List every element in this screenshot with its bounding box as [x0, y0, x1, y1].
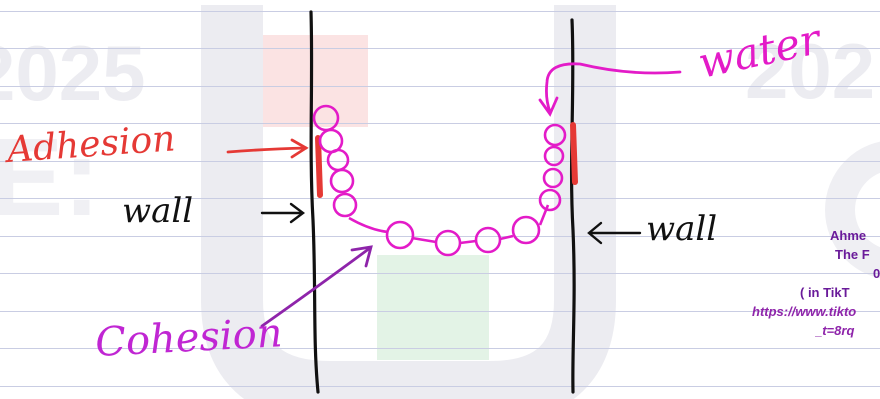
watermark-glyph-left: E:: [0, 116, 100, 239]
right-arrow-icon: [260, 245, 373, 328]
adhesion-mark-right: [570, 122, 578, 185]
watermark-shape: [201, 5, 616, 399]
molecule: [385, 220, 415, 250]
watermark-text-right: 202: [745, 27, 875, 115]
right-wall: [569, 18, 576, 394]
credit-line-number: 0: [873, 266, 880, 281]
credit-link-tail[interactable]: _t=8rq: [815, 323, 855, 338]
watermark-circle-right: [825, 141, 880, 279]
molecule: [543, 145, 565, 167]
curved-arrow-icon: [538, 62, 682, 117]
credit-link[interactable]: https://www.tikto: [752, 304, 857, 319]
molecule: [434, 229, 462, 257]
molecule: [542, 167, 564, 189]
molecule: [543, 123, 567, 147]
ruled-lines: [0, 11, 880, 387]
right-arrow-icon: [260, 202, 305, 224]
molecule: [332, 192, 358, 218]
wall-label-left: wall: [122, 191, 193, 231]
credit-line-title: The F: [835, 247, 870, 262]
cohesion-label: Cohesion: [94, 310, 283, 366]
left-wall: [309, 10, 320, 394]
left-arrow-icon: [587, 221, 642, 245]
watermark-text-left: 2025: [0, 29, 146, 117]
credit-block: Ahme The F 0 ( in TikT: [800, 226, 880, 302]
right-arrow-icon: [226, 138, 309, 159]
credit-line-author: Ahme: [830, 228, 867, 243]
watermark: 2025 202 E:: [0, 5, 880, 399]
molecule: [318, 128, 344, 154]
wall-label-right: wall: [646, 209, 717, 249]
molecule: [329, 168, 355, 194]
credit-line-tiktok: ( in TikT: [800, 285, 850, 300]
molecule: [326, 148, 350, 172]
molecule: [474, 226, 502, 254]
molecule-connector: [348, 204, 550, 245]
water-molecules: [312, 104, 567, 257]
adhesion-mark-left: [315, 135, 323, 198]
molecule: [538, 188, 562, 212]
molecule: [511, 215, 541, 245]
watermark-green-block: [377, 255, 489, 360]
